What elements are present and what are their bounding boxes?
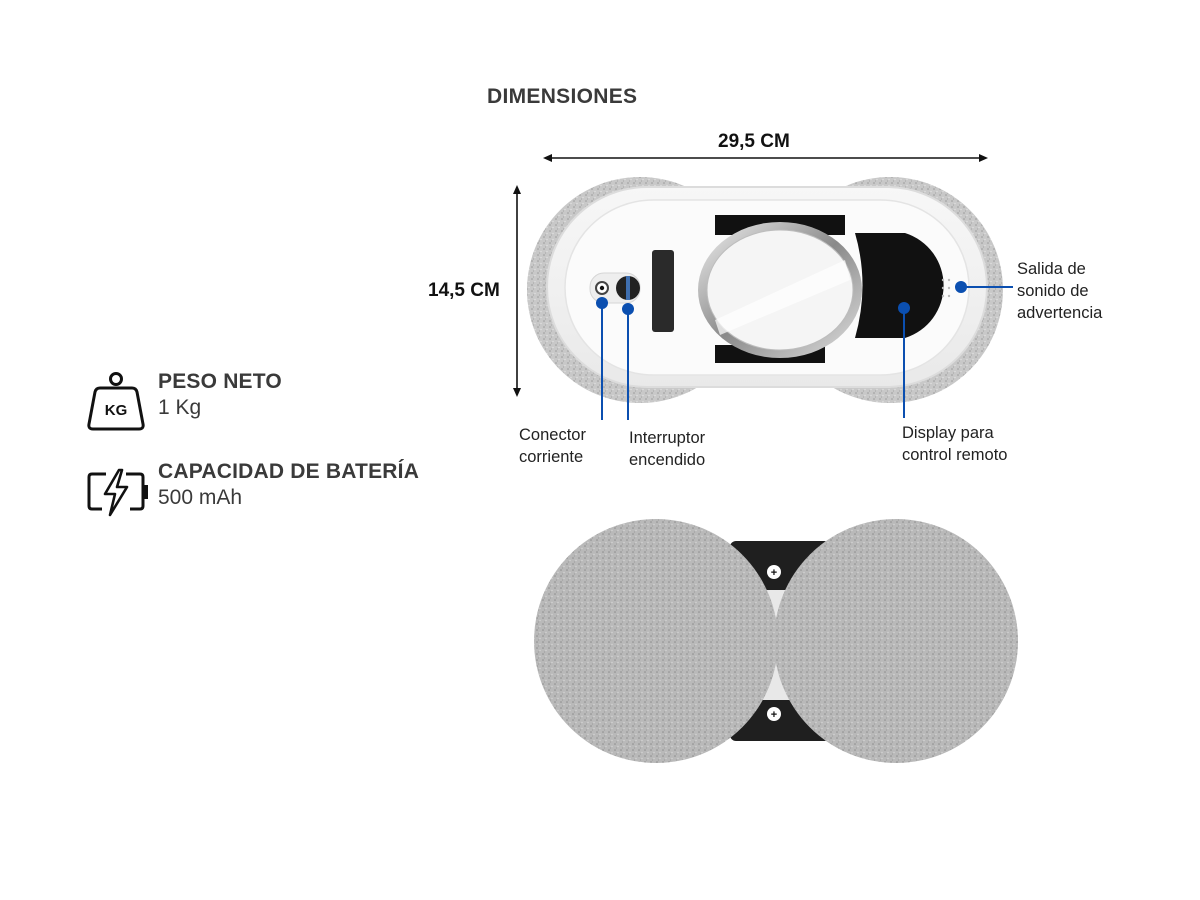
remote-display-leader: [903, 308, 905, 418]
robot-top-view: [527, 177, 1003, 403]
spec-title: CAPACIDAD DE BATERÍA: [158, 460, 420, 483]
spec-battery-capacity: CAPACIDAD DE BATERÍA 500 mAh: [86, 460, 506, 522]
remote-display-callout: Display para control remoto: [902, 422, 1007, 466]
svg-text:+: +: [771, 709, 777, 721]
svg-text:KG: KG: [105, 402, 128, 419]
callout-text: corriente: [519, 448, 584, 466]
callout-text: sonido de: [1017, 282, 1089, 300]
width-arrow: [543, 154, 988, 162]
power-connector-callout: Conector corriente: [519, 424, 586, 468]
robot-bottom-view: + +: [534, 519, 1018, 763]
battery-charging-icon: [87, 468, 148, 517]
spec-value: 1 Kg: [158, 396, 202, 419]
width-dimension-label: 29,5 CM: [718, 131, 790, 152]
warning-sound-leader: [961, 286, 1013, 288]
weight-kg-icon: KG: [87, 372, 145, 431]
bottom-right-pad: [774, 519, 1018, 763]
callout-text: Display para: [902, 424, 994, 442]
height-arrow: [513, 185, 521, 397]
height-dimension-label: 14,5 CM: [428, 280, 500, 301]
svg-text:+: +: [771, 567, 777, 579]
power-switch-callout: Interruptor encendido: [629, 427, 705, 471]
bottom-left-pad: [534, 519, 778, 763]
callout-text: Salida de: [1017, 260, 1086, 278]
power-switch-leader: [627, 309, 629, 420]
spec-net-weight: KG PESO NETO 1 Kg: [86, 370, 486, 432]
callout-text: Conector: [519, 426, 586, 444]
callout-text: encendido: [629, 451, 706, 469]
callout-text: advertencia: [1017, 304, 1103, 322]
callout-text: control remoto: [902, 446, 1008, 464]
spec-value: 500 mAh: [158, 486, 243, 509]
warning-sound-callout: Salida de sonido de advertencia: [1017, 258, 1102, 324]
dimensions-title: DIMENSIONES: [487, 85, 638, 108]
callout-text: Interruptor: [629, 429, 706, 447]
remote-display-panel: [855, 233, 944, 338]
spec-title: PESO NETO: [158, 370, 282, 393]
power-connector-leader: [601, 303, 603, 420]
